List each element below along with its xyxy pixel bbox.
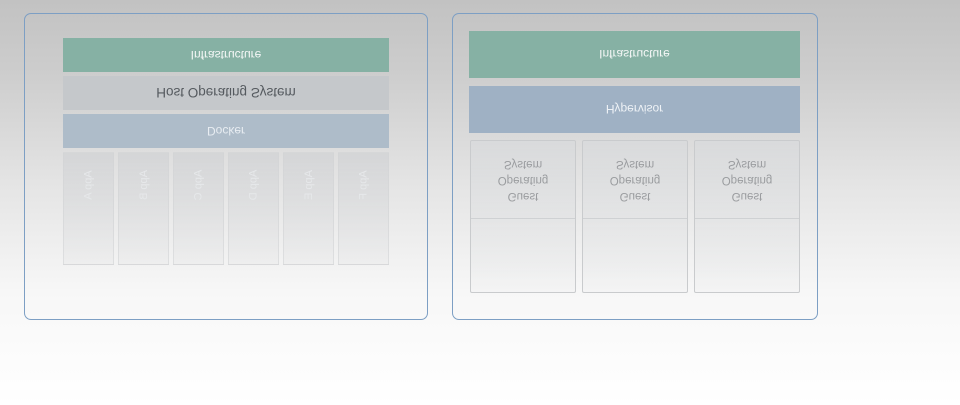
docker-layer: Docker [63,114,389,148]
docker-label: Docker [206,124,245,138]
app-column: App D [228,152,279,265]
app-label: App A [82,170,95,200]
guest-os-block: Guest Operating System [470,140,576,293]
guest-os-label: Guest Operating System [721,158,773,202]
guest-divider [471,218,575,219]
app-label: App D [247,169,260,201]
guest-os-label: Guest Operating System [609,158,661,202]
host-os-label: Host Operating System [156,85,296,101]
host-os-layer: Host Operating System [63,76,389,110]
left-infrastructure-label: Infrastructure [190,48,262,62]
guest-divider [695,218,799,219]
right-infrastructure-label: Infrastructure [599,47,670,62]
app-label: App E [302,170,315,200]
right-infrastructure-layer: Infrastructure [469,31,800,78]
app-column: App A [63,152,114,265]
hypervisor-layer: Hypervisor [469,86,800,133]
guest-divider [583,218,687,219]
app-label: App B [137,170,150,200]
hypervisor-label: Hypervisor [605,102,664,117]
app-label: App F [357,170,370,200]
left-infrastructure-layer: Infrastructure [63,38,389,72]
app-column: App B [118,152,169,265]
app-label: App C [192,169,205,201]
app-column: App C [173,152,224,265]
app-column: App E [283,152,334,265]
guest-os-label: Guest Operating System [497,158,549,202]
app-column: App F [338,152,389,265]
guest-os-block: Guest Operating System [694,140,800,293]
guest-os-block: Guest Operating System [582,140,688,293]
